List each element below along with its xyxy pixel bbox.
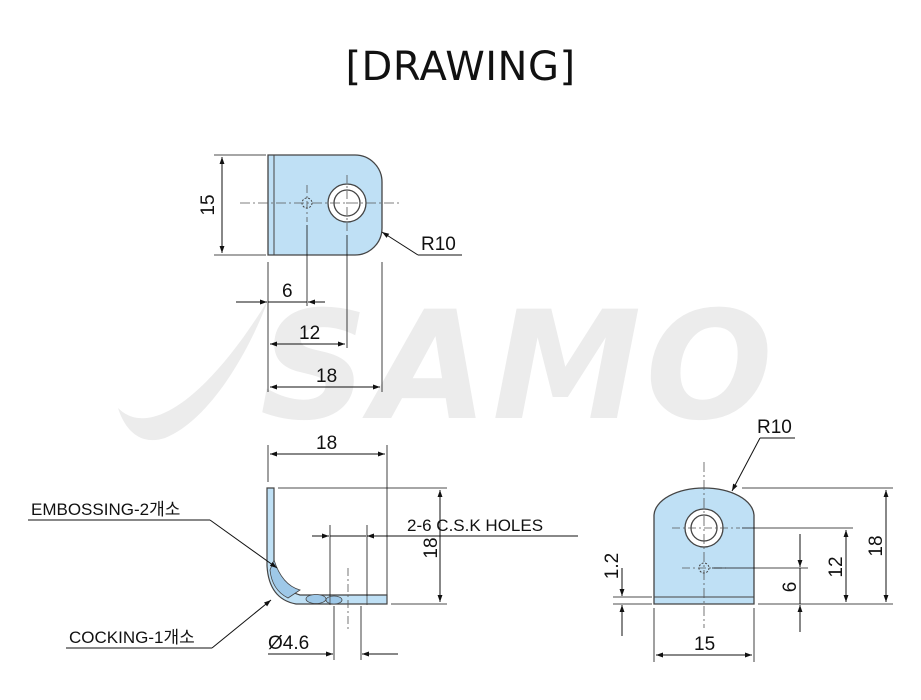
watermark-swoosh [118,300,268,441]
top-dim-height-15: 15 [198,194,219,215]
top-dim-radius: R10 [421,234,456,255]
front-dim-width-15: 15 [694,634,715,655]
front-dim-6: 6 [780,582,801,593]
top-view-plate [267,154,383,256]
watermark-text: SAMO [260,280,777,454]
side-view-rib [269,558,301,599]
top-dim-6: 6 [282,281,293,302]
front-view: R10 6 12 18 1.2 15 [602,417,893,662]
front-dim-radius: R10 [757,417,792,438]
page-title: [DRAWING] [345,44,576,90]
front-dim-12: 12 [826,556,847,577]
side-dim-diameter: Ø4.6 [268,633,309,654]
front-dim-18: 18 [866,535,887,556]
top-dim-12: 12 [299,323,320,344]
side-view: 18 18 2-6 C.S.K HOLES EMBOSSING-2개소 COCK… [28,433,578,660]
top-dim-18: 18 [316,366,337,387]
watermark: SAMO [118,280,777,454]
top-view: 15 R10 6 12 18 [198,154,462,392]
side-cocking-label: COCKING-1개소 [69,628,195,647]
side-dim-width-18: 18 [316,433,337,454]
front-dim-thickness: 1.2 [602,553,623,579]
side-embossing-label: EMBOSSING-2개소 [31,500,180,519]
side-dim-height-18: 18 [421,537,442,558]
side-holes-label: 2-6 C.S.K HOLES [407,516,543,535]
